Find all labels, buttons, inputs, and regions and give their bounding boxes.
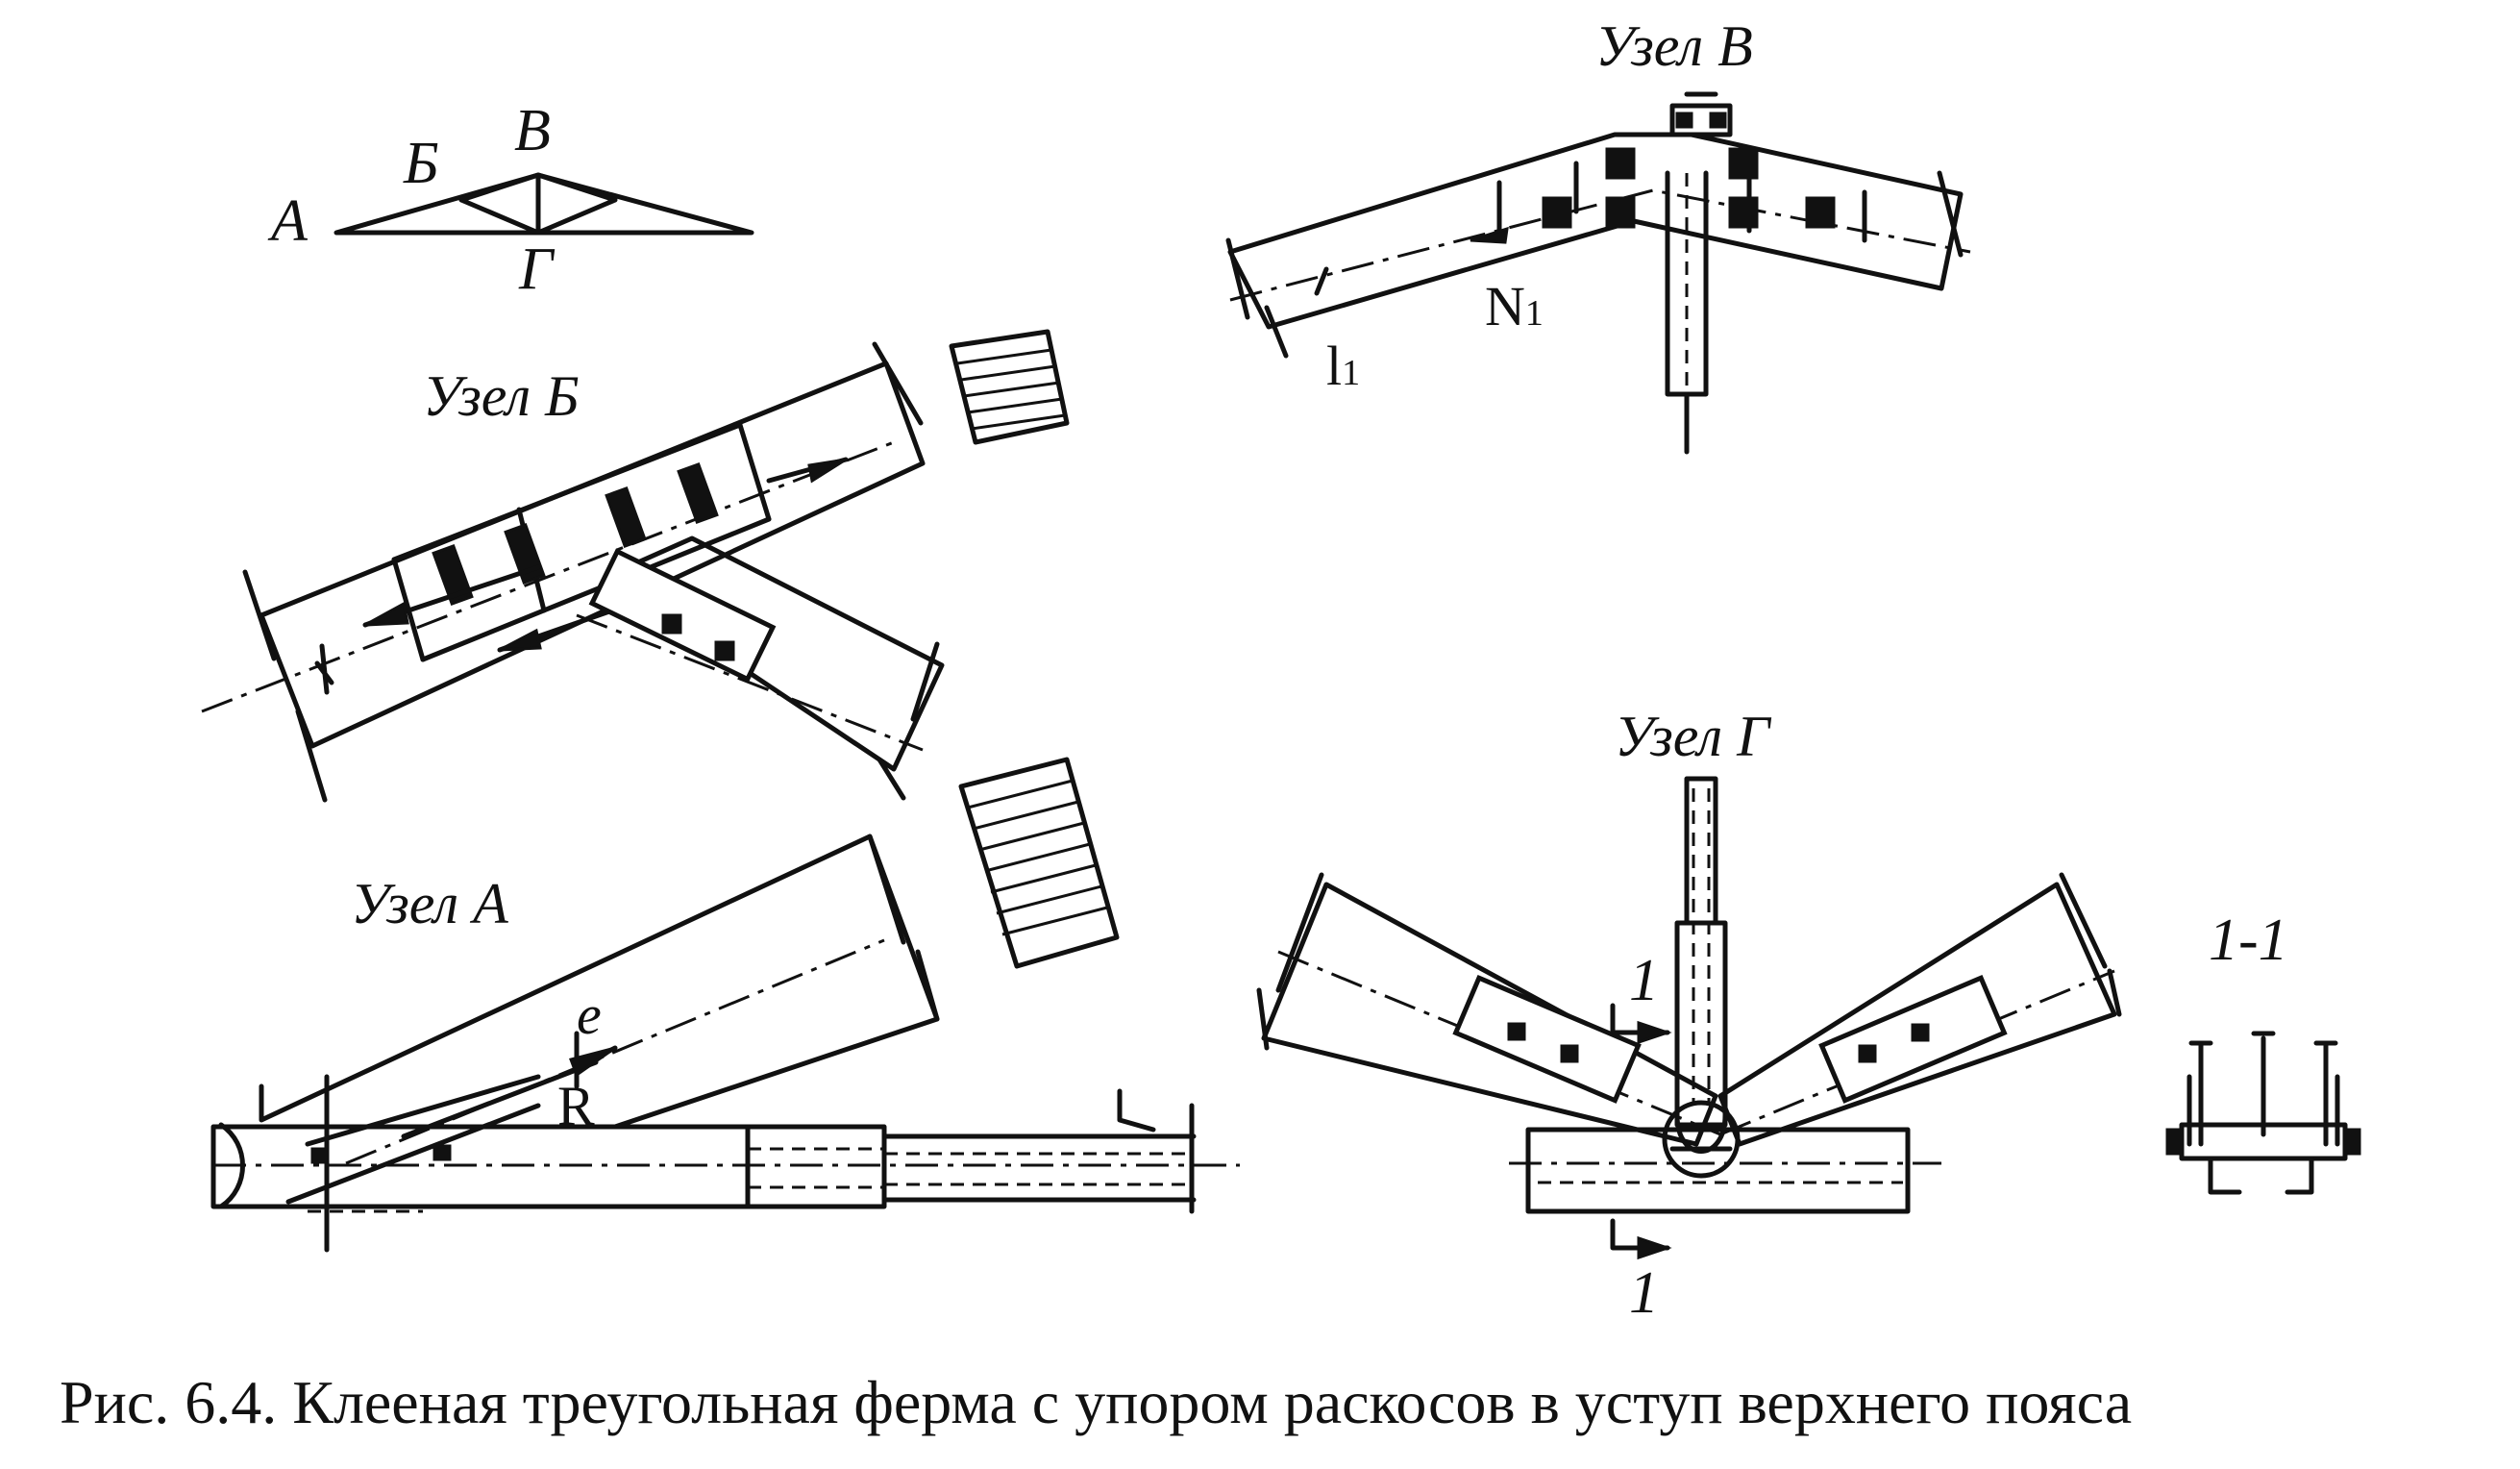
- length-symbol: l: [1326, 335, 1342, 397]
- node-g-title: Узел Г: [1615, 705, 1772, 768]
- length-subscript: 1: [1342, 353, 1360, 393]
- section-1-1: 1-1: [2165, 908, 2361, 1195]
- node-v-drawing: Узел В N1 l1: [1225, 14, 1971, 455]
- node-g-drawing: Узел Г 1 1: [1256, 705, 2122, 1326]
- node-v-title: Узел В: [1595, 14, 1753, 78]
- ecc-label: e: [577, 983, 602, 1046]
- section-title: 1-1: [2209, 908, 2288, 973]
- node-b-drawing: Узел Б: [201, 341, 945, 803]
- section-mark-bottom: 1: [1629, 1260, 1659, 1326]
- node-a-title: Узел А: [351, 872, 508, 935]
- scheme-label-b: Б: [403, 131, 439, 196]
- scheme-label-a: А: [267, 188, 309, 254]
- node-b-title: Узел Б: [423, 364, 579, 428]
- node-a-drawing: Узел А e R: [210, 834, 1240, 1253]
- force-subscript: 1: [1525, 293, 1544, 334]
- hatch-section-lower: [958, 757, 1120, 969]
- figure-caption: Рис. 6.4. Клееная треугольная ферма с уп…: [60, 1368, 2132, 1436]
- section-mark-top: 1: [1629, 948, 1659, 1013]
- length-label: l1: [1326, 335, 1360, 397]
- scheme-label-g: Г: [518, 237, 556, 302]
- force-label: N1: [1485, 275, 1544, 337]
- scheme-label-v: В: [514, 98, 551, 163]
- hatch-section-upper: [949, 329, 1070, 445]
- force-symbol: N: [1485, 275, 1525, 337]
- truss-scheme: А Б В Г: [267, 98, 754, 302]
